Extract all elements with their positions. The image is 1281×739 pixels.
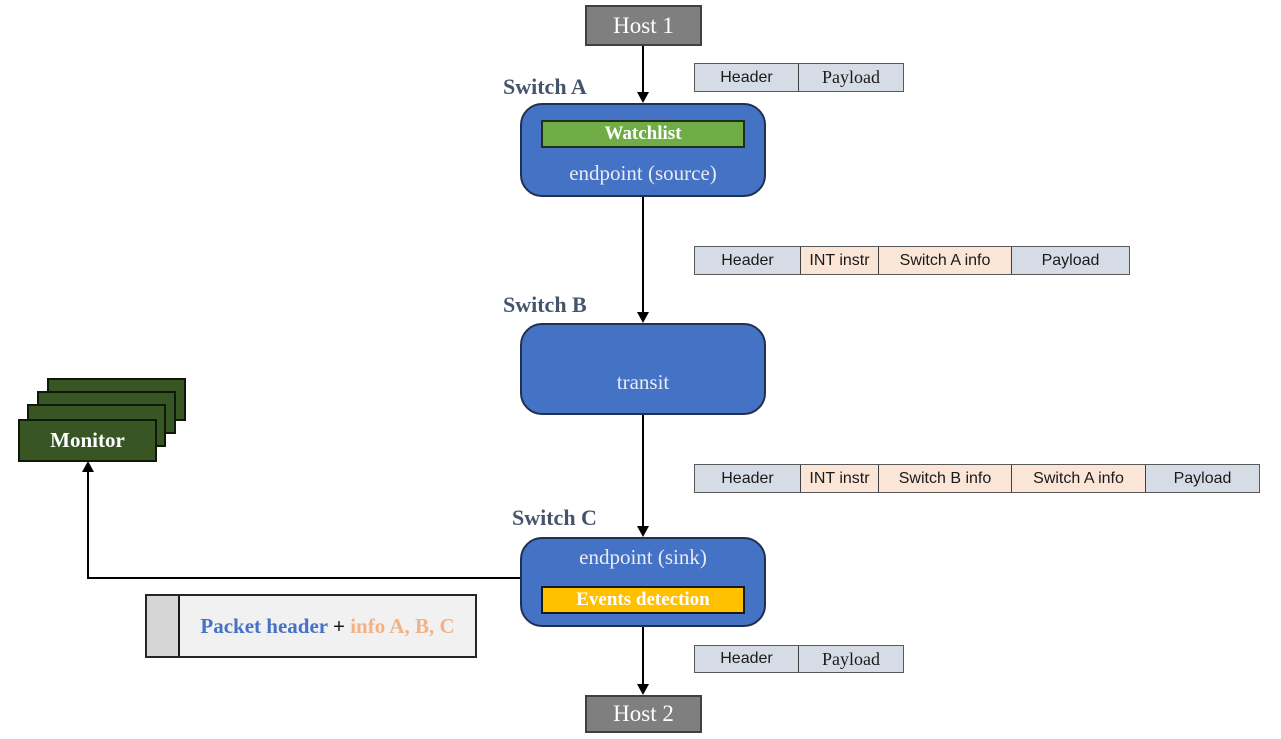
telemetry-report-box: Packet header + info A, B, C	[145, 594, 477, 658]
report-box-text: Packet header + info A, B, C	[180, 596, 475, 656]
packet-cell-int-instr: INT instr	[801, 465, 879, 492]
report-plus-text: +	[332, 613, 345, 638]
monitor-box: Monitor	[18, 419, 157, 462]
host1-label: Host 1	[613, 12, 674, 38]
switch-b-role: transit	[616, 370, 670, 394]
packet-cell-payload: Payload	[799, 64, 903, 91]
packet-cell-header: Header	[695, 646, 799, 672]
arrow-switch-c-to-host2-line	[642, 627, 644, 685]
events-detection-box: Events detection	[541, 586, 745, 614]
packet-cell-switch-a-info: Switch A info	[879, 247, 1012, 274]
line-switch-c-to-monitor-vertical	[87, 471, 89, 578]
packet-cell-payload: Payload	[1146, 465, 1259, 492]
packet-cell-payload: Payload	[1012, 247, 1129, 274]
arrow-up-icon	[82, 461, 94, 472]
report-box-tab	[147, 596, 180, 656]
host2-box: Host 2	[585, 695, 702, 733]
arrow-down-icon	[637, 92, 649, 103]
packet-cell-int-instr: INT instr	[801, 247, 879, 274]
switch-c-role: endpoint (sink)	[579, 545, 707, 569]
switch-b-box: transit	[520, 323, 766, 415]
watchlist-box: Watchlist	[541, 120, 745, 148]
arrow-switch-b-to-c-line	[642, 415, 644, 527]
monitor-label: Monitor	[50, 428, 125, 452]
packet-cell-header: Header	[695, 465, 801, 492]
arrow-down-icon	[637, 526, 649, 537]
packet-cell-switch-a-info: Switch A info	[1012, 465, 1146, 492]
report-info-text: info A, B, C	[344, 613, 455, 638]
packet-cell-header: Header	[695, 247, 801, 274]
packet-after-switch-b: Header INT instr Switch B info Switch A …	[694, 464, 1260, 493]
packet-after-switch-a: Header INT instr Switch A info Payload	[694, 246, 1130, 275]
report-packet-header-text: Packet header	[200, 613, 333, 638]
packet-host2: Header Payload	[694, 645, 904, 673]
host1-box: Host 1	[585, 5, 702, 46]
line-switch-c-to-monitor-horizontal	[87, 577, 520, 579]
arrow-host1-to-switch-a-line	[642, 46, 644, 94]
arrow-down-icon	[637, 312, 649, 323]
arrow-down-icon	[637, 684, 649, 695]
switch-c-label: Switch C	[512, 505, 597, 530]
switch-b-label: Switch B	[503, 292, 587, 317]
switch-a-role: endpoint (source)	[569, 161, 717, 185]
packet-cell-header: Header	[695, 64, 799, 91]
packet-host1: Header Payload	[694, 63, 904, 92]
packet-cell-payload: Payload	[799, 646, 903, 672]
host2-label: Host 2	[613, 701, 674, 726]
switch-c-box: endpoint (sink) Events detection	[520, 537, 766, 627]
arrow-switch-a-to-b-line	[642, 197, 644, 313]
switch-a-box: Watchlist endpoint (source)	[520, 103, 766, 197]
switch-a-label: Switch A	[503, 74, 587, 99]
packet-cell-switch-b-info: Switch B info	[879, 465, 1012, 492]
